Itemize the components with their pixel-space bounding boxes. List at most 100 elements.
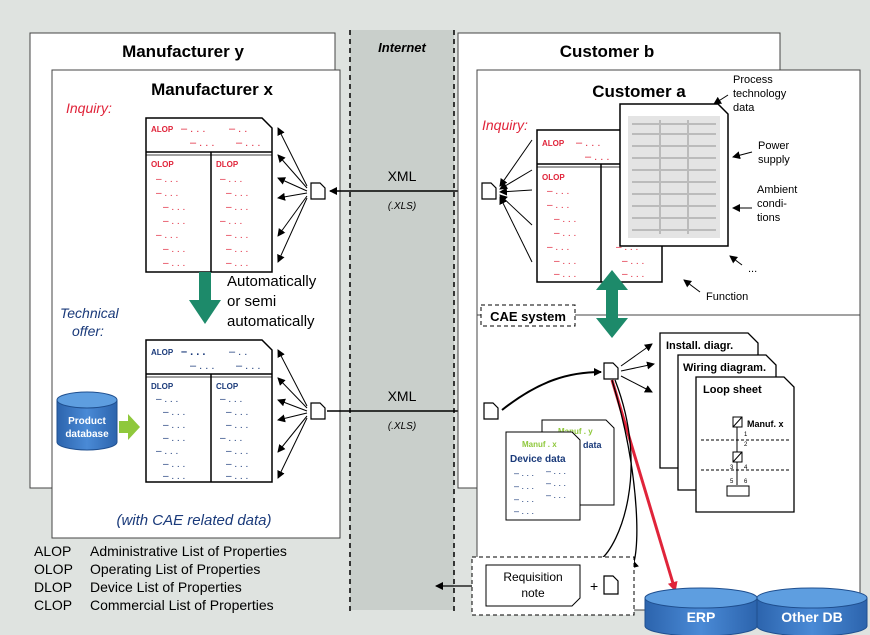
process-line-2: technology: [733, 88, 787, 100]
svg-text:– . . .: – . . .: [226, 188, 248, 199]
requisition-line-2: note: [521, 586, 545, 600]
svg-text:– . . .: – . . .: [622, 269, 644, 280]
legend-text: Administrative List of Properties: [90, 543, 287, 559]
fan-arrows-right-top: [499, 139, 533, 263]
svg-text:– . . .: – . . .: [220, 216, 242, 227]
fan-arrows-left-bottom: [277, 349, 308, 479]
other-db-label: Other DB: [781, 609, 842, 625]
svg-text:– . . .: – . . .: [220, 394, 242, 405]
product-db-line-1: Product: [68, 416, 106, 427]
legend-text: Commercial List of Properties: [90, 597, 274, 613]
wiring-diagram-label: Wiring diagram.: [683, 362, 766, 374]
svg-text:– . . .: – . . .: [181, 346, 205, 358]
svg-text:– . . .: – . . .: [585, 151, 609, 163]
svg-text:– . . .: – . . .: [226, 407, 248, 418]
svg-text:– . . .: – . . .: [163, 459, 185, 470]
arrow-to-requisition: [599, 379, 632, 561]
install-diagram-label: Install. diagr.: [666, 340, 733, 352]
fan-arrows-cae: [620, 343, 655, 393]
ambient-line-3: tions: [757, 212, 781, 224]
teal-double-arrow: [596, 270, 628, 338]
svg-text:– . . .: – . . .: [190, 360, 214, 372]
data-suffix-label: data: [583, 440, 603, 450]
svg-text:– . . .: – . . .: [514, 481, 534, 491]
power-line-1: Power: [758, 140, 790, 152]
svg-text:– . . .: – . . .: [546, 478, 566, 488]
svg-text:– . . .: – . . .: [226, 230, 248, 241]
power-line-2: supply: [758, 154, 790, 166]
svg-text:– . .: – . .: [229, 346, 247, 358]
doc-icon-cae: [603, 362, 619, 380]
svg-text:– . . .: – . . .: [546, 490, 566, 500]
spec-sheet-image: [619, 103, 729, 247]
loop-sheet-label: Loop sheet: [703, 384, 762, 396]
auto-line-3: automatically: [227, 313, 315, 330]
svg-text:– . . .: – . . .: [546, 466, 566, 476]
internet-label: Internet: [378, 40, 426, 55]
technical-offer-line-1: Technical: [60, 305, 120, 321]
xml-label-bottom: XML: [388, 388, 417, 404]
svg-text:– . . .: – . . .: [163, 244, 185, 255]
svg-text:– . . .: – . . .: [163, 202, 185, 213]
svg-text:– . . .: – . . .: [226, 446, 248, 457]
doc-icon-left-top: [310, 182, 326, 200]
process-line-1: Process: [733, 74, 773, 86]
ambient-line-2: condi-: [757, 198, 787, 210]
requisition-note-sheet: [485, 564, 581, 607]
inquiry-label-left: Inquiry:: [66, 100, 112, 116]
manuf-y-label: Manuf . y: [558, 427, 593, 436]
svg-text:– . . .: – . . .: [576, 137, 600, 149]
loop-sheet: Loop sheet Manuf. x 1 2 3 4 5 6: [695, 376, 795, 513]
svg-text:– . . .: – . . .: [181, 123, 205, 135]
legend-abbr: ALOP: [34, 543, 71, 559]
svg-text:– . . .: – . . .: [226, 258, 248, 269]
svg-text:– . . .: – . . .: [156, 230, 178, 241]
legend: ALOP Administrative List of Properties O…: [34, 543, 287, 613]
manufacturer-y-title: Manufacturer y: [122, 42, 244, 61]
svg-text:– . . .: – . . .: [622, 256, 644, 267]
svg-text:– . . .: – . . .: [514, 506, 534, 516]
ambient-line-1: Ambient: [757, 184, 797, 196]
svg-text:– . . .: – . . .: [156, 188, 178, 199]
legend-abbr: DLOP: [34, 579, 72, 595]
spec-annotations: Process technology data Power supply Amb…: [683, 74, 797, 303]
plus-sign: +: [590, 578, 598, 594]
svg-text:– . . .: – . . .: [220, 433, 242, 444]
dlop-tag-offer: DLOP: [151, 382, 174, 391]
requisition-line-1: Requisition: [503, 570, 562, 584]
product-db-line-2: database: [65, 429, 109, 440]
svg-text:– . . .: – . . .: [163, 471, 185, 482]
svg-text:– . . .: – . . .: [547, 200, 569, 211]
manuf-x-label: Manuf . x: [522, 440, 557, 449]
svg-text:– . . .: – . . .: [226, 459, 248, 470]
customer-a-title: Customer a: [592, 82, 686, 101]
doc-icon-right-bottom: [483, 402, 499, 420]
svg-text:– . . .: – . . .: [547, 242, 569, 253]
legend-abbr: OLOP: [34, 561, 73, 577]
terminal-label: 1: [744, 432, 748, 438]
legend-text: Operating List of Properties: [90, 561, 260, 577]
offer-form-left: ALOP – . . . – . . – . . . – . . . DLOP …: [145, 339, 273, 483]
svg-text:– . . .: – . . .: [226, 471, 248, 482]
svg-text:– . . .: – . . .: [190, 137, 214, 149]
svg-text:– . . .: – . . .: [156, 394, 178, 405]
fan-arrows-left-top: [277, 127, 308, 263]
svg-text:– . . .: – . . .: [514, 468, 534, 478]
curved-arrow-to-cae: [501, 368, 602, 411]
svg-text:– . . .: – . . .: [554, 228, 576, 239]
green-arrow-icon: [119, 414, 140, 440]
alop-tag: ALOP: [151, 125, 174, 134]
svg-text:– . . .: – . . .: [156, 174, 178, 185]
svg-text:– . . .: – . . .: [226, 202, 248, 213]
teal-down-arrow: [189, 272, 221, 324]
auto-line-1: Automatically: [227, 273, 317, 290]
loop-manuf-x-label: Manuf. x: [747, 419, 784, 429]
svg-text:– . . .: – . . .: [554, 214, 576, 225]
terminal-label: 4: [744, 465, 748, 471]
svg-text:– . .: – . .: [229, 123, 247, 135]
svg-text:– . . .: – . . .: [163, 433, 185, 444]
erp-db-icon: ERP: [644, 587, 758, 635]
other-db-icon: Other DB: [756, 587, 868, 635]
ellipsis-label: ...: [748, 263, 757, 275]
